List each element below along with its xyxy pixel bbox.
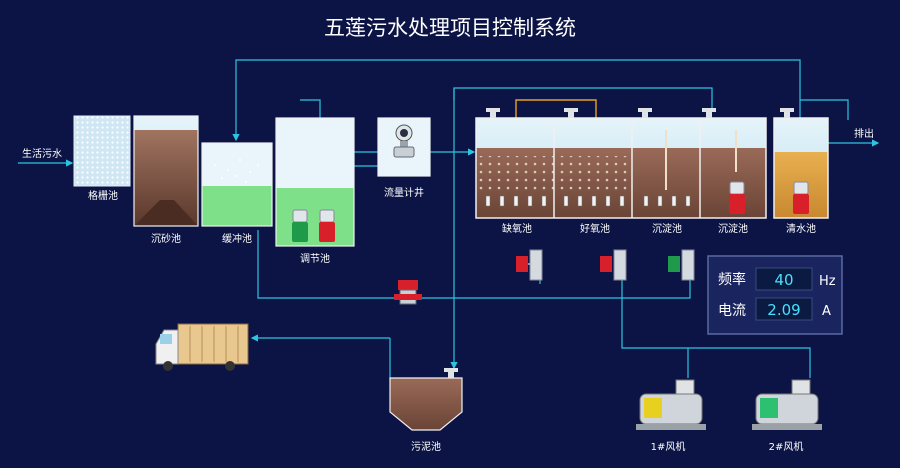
- valve-red-2[interactable]: [600, 249, 627, 281]
- flowmeter-label: 流量计井: [384, 186, 424, 199]
- aerobic-label: 好氧池: [580, 222, 610, 235]
- drive-status-panel: 频率 40 Hz 电流 2.09 A: [707, 255, 843, 335]
- buffer-tank: [201, 142, 273, 227]
- valve-red-1[interactable]: [516, 249, 543, 281]
- blower-1-label: 1#风机: [651, 440, 686, 453]
- blower-2-label: 2#风机: [769, 440, 804, 453]
- sludge-truck-icon: [155, 323, 249, 371]
- regulating-pump-red[interactable]: [319, 209, 335, 242]
- sludge-tank: [389, 368, 463, 431]
- return-pump-meter[interactable]: [394, 280, 422, 305]
- buffer-label: 缓冲池: [222, 232, 252, 245]
- bio-tank: [475, 108, 767, 219]
- air-main-pipe: [621, 268, 811, 378]
- settling2-label: 沉淀池: [718, 222, 748, 235]
- valve-green[interactable]: [668, 249, 695, 281]
- blower-2-icon[interactable]: [752, 379, 822, 430]
- freq-value: 40: [774, 271, 793, 289]
- flowmeter-icon[interactable]: [393, 124, 415, 158]
- blower-1-icon[interactable]: [636, 379, 706, 430]
- regulating-label: 调节池: [300, 252, 330, 265]
- freq-unit: Hz: [819, 274, 836, 289]
- current-unit: A: [822, 304, 831, 319]
- current-value-box: [755, 297, 813, 321]
- regulating-pump-green[interactable]: [292, 209, 308, 242]
- freq-value-box: [755, 267, 813, 291]
- inlet-label: 生活污水: [22, 147, 62, 160]
- settling-pump[interactable]: [729, 181, 745, 214]
- clear-water-label: 清水池: [786, 222, 816, 235]
- bottom-return-pipe: [257, 230, 691, 299]
- clear-water-pump[interactable]: [793, 181, 809, 214]
- grille-label: 格栅池: [88, 189, 118, 202]
- anoxic-label: 缺氧池: [502, 222, 532, 235]
- sludge-label: 污泥池: [411, 440, 441, 453]
- settling1-label: 沉淀池: [652, 222, 682, 235]
- freq-label: 频率: [718, 271, 746, 288]
- outlet-label: 排出: [854, 127, 874, 140]
- outlet-riser: [800, 99, 849, 120]
- current-label: 电流: [718, 303, 746, 319]
- regulating-tank: [275, 117, 355, 247]
- grille-tank: [73, 115, 131, 187]
- grit-label: 沉砂池: [151, 232, 181, 245]
- current-value: 2.09: [767, 301, 800, 319]
- page-title: 五莲污水处理项目控制系统: [324, 16, 576, 40]
- grit-tank: [133, 115, 199, 227]
